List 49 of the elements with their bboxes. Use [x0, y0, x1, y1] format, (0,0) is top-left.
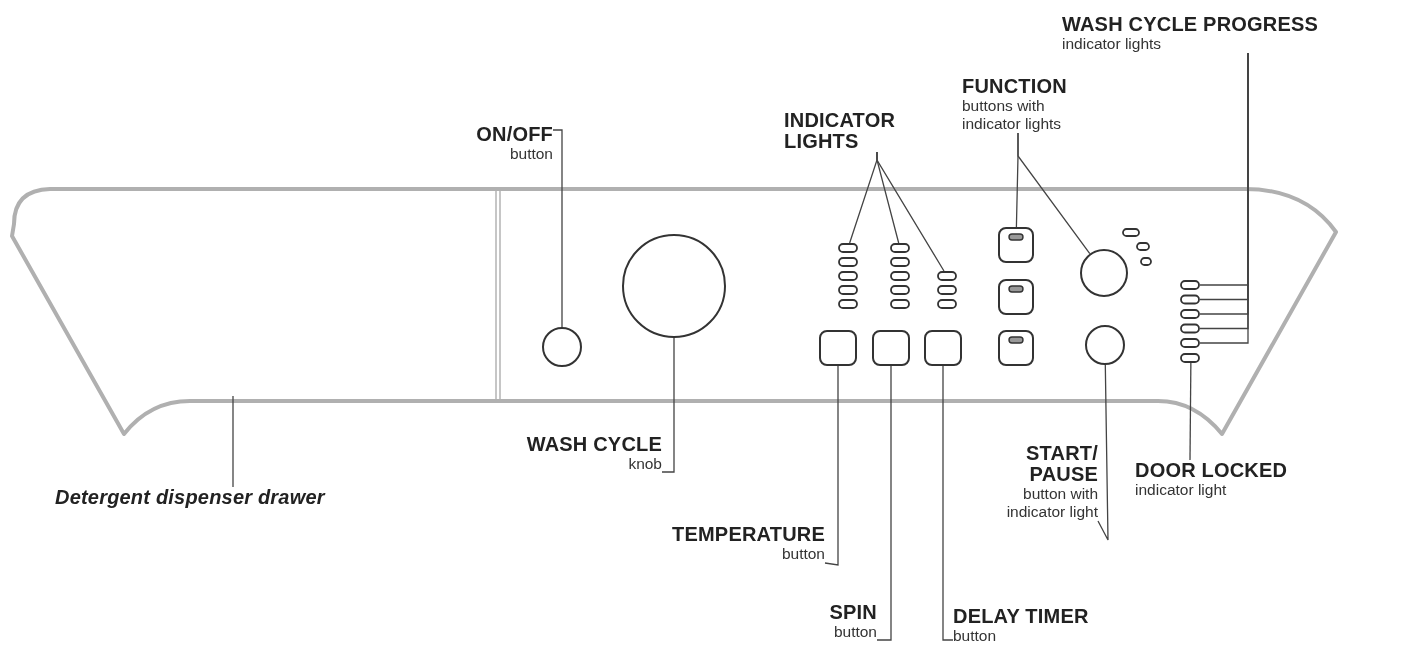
leader-line — [661, 337, 675, 473]
label-heading: SPIN — [829, 602, 877, 623]
indicator-light — [1180, 280, 1200, 290]
label-caption: indicator light — [1135, 481, 1227, 499]
square-button — [998, 279, 1034, 315]
label-heading: Detergent dispenser drawer — [55, 487, 325, 508]
leader-line — [942, 365, 954, 641]
indicator-light — [1180, 309, 1200, 319]
label-heading: START/ PAUSE — [1025, 443, 1098, 485]
label-heading: INDICATOR LIGHTS — [784, 110, 897, 152]
leader-line — [876, 151, 945, 272]
label-caption: buttons with indicator lights — [962, 97, 1063, 133]
square-button — [819, 330, 857, 366]
leader-line — [232, 395, 234, 488]
leader-line — [1189, 362, 1192, 461]
leader-line — [876, 365, 892, 641]
label-caption: button with indicator light — [1005, 485, 1098, 521]
label-heading: WASH CYCLE — [526, 434, 662, 455]
label-caption: button — [781, 545, 825, 563]
leader-line — [824, 365, 839, 566]
label-heading: DOOR LOCKED — [1135, 460, 1288, 481]
label-heading: WASH CYCLE PROGRESS — [1062, 14, 1319, 35]
label-heading: TEMPERATURE — [672, 524, 825, 545]
leader-line — [1097, 364, 1109, 541]
indicator-light — [1180, 294, 1200, 305]
square-button — [998, 227, 1034, 263]
label-caption: knob — [628, 455, 662, 473]
indicator-light — [1180, 323, 1200, 334]
leader-line — [552, 129, 563, 328]
round-button — [1085, 325, 1125, 365]
square-button — [872, 330, 910, 366]
label-heading: FUNCTION — [962, 76, 1067, 97]
label-heading: DELAY TIMER — [953, 606, 1089, 627]
indicator-light — [1180, 353, 1200, 363]
dial-knob — [1080, 249, 1128, 297]
square-button — [998, 330, 1034, 366]
label-caption: button — [833, 623, 877, 641]
indicator-light — [890, 243, 910, 253]
label-caption: indicator lights — [1062, 35, 1162, 53]
leader-line — [1017, 132, 1091, 255]
label-caption: button — [953, 627, 997, 645]
round-button — [542, 327, 582, 367]
indicator-light — [1180, 338, 1200, 348]
indicator-light — [838, 243, 858, 253]
square-button — [924, 330, 962, 366]
label-caption: button — [509, 145, 553, 163]
indicator-light — [937, 271, 957, 281]
dial-knob — [622, 234, 726, 338]
label-heading: ON/OFF — [476, 124, 553, 145]
